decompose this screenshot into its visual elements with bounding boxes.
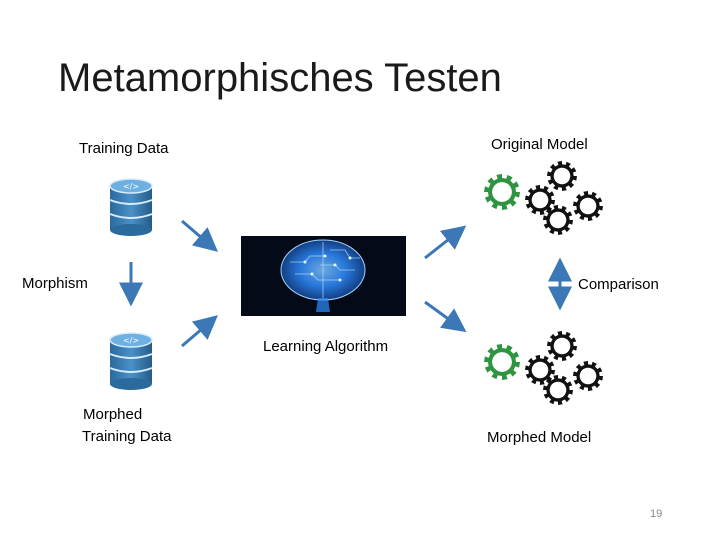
- arrow-morphed-to-algorithm: [181, 315, 218, 348]
- brain-icon: [241, 236, 406, 316]
- svg-text:</>: </>: [123, 336, 139, 345]
- learning-algorithm-label: Learning Algorithm: [263, 338, 389, 355]
- morphed-training-data-label-line1: Morphed: [83, 406, 143, 423]
- comparison-label: Comparison: [578, 276, 659, 293]
- gears-icon: [484, 161, 603, 235]
- svg-text:</>: </>: [123, 182, 139, 191]
- morphed-training-data-label-line2: Training Data: [82, 428, 172, 445]
- database-icon: </>: [109, 332, 153, 390]
- page-number: 19: [650, 508, 663, 520]
- morphed-model-label: Morphed Model: [487, 429, 592, 446]
- slide-title: Metamorphisches Testen: [58, 56, 502, 100]
- morphism-label: Morphism: [22, 275, 88, 292]
- arrow-training-to-algorithm: [181, 219, 218, 252]
- database-icon: </>: [109, 178, 153, 236]
- gears-icon: [484, 331, 603, 405]
- training-data-label: Training Data: [79, 140, 169, 157]
- arrow-algorithm-to-morphed: [424, 300, 467, 333]
- arrow-algorithm-to-original: [424, 225, 467, 260]
- original-model-label: Original Model: [491, 136, 588, 153]
